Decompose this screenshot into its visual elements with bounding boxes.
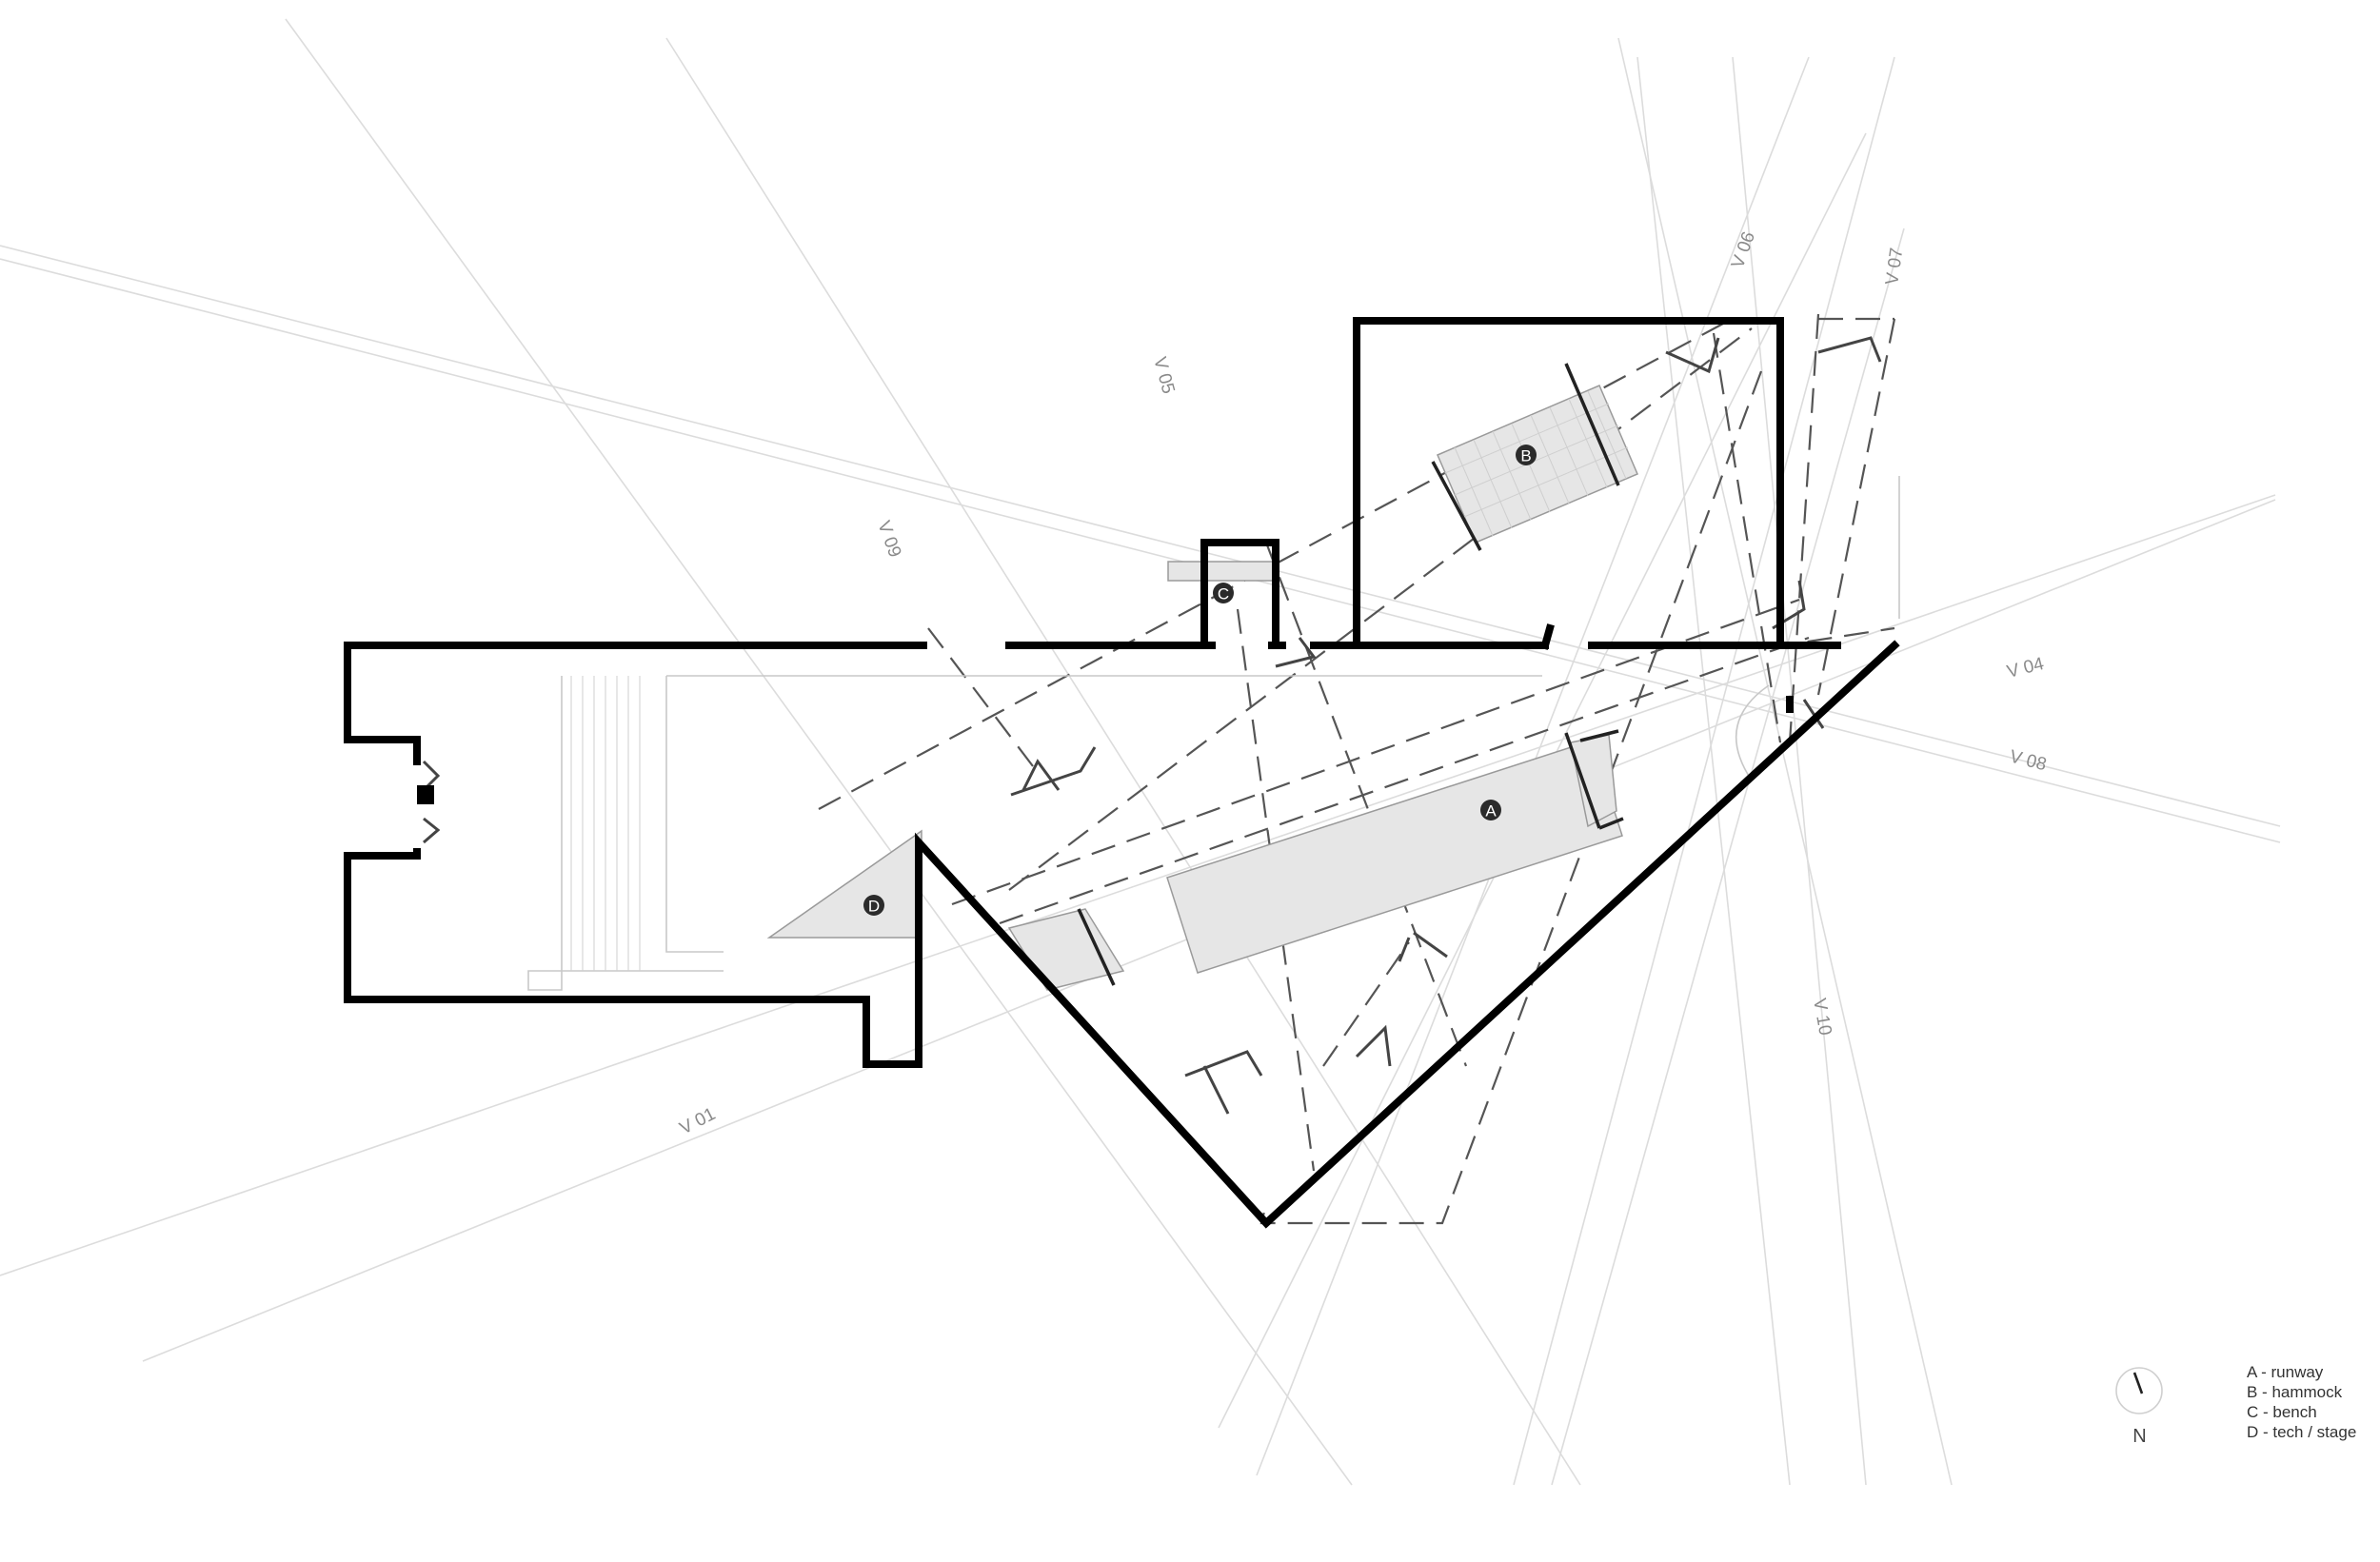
north-arrow-icon (2115, 1367, 2163, 1414)
walls (344, 317, 1900, 1229)
view-label: V 01 (677, 1104, 719, 1138)
zone-marker-a: A (1480, 800, 1501, 821)
west-wall (344, 642, 927, 765)
view-label: V 04 (2005, 654, 2046, 682)
zone-c-bench (1167, 561, 1277, 582)
zone-a-runway (1166, 740, 1623, 974)
support-bars (1077, 363, 1624, 986)
interior-outlines (527, 476, 1900, 991)
view-label: V 10 (1809, 997, 1835, 1037)
zone-marker-d: D (863, 895, 884, 916)
legend-item: D - tech / stage (2247, 1423, 2357, 1441)
view-label: V 08 (2008, 746, 2049, 775)
view-label: V 09 (873, 519, 904, 561)
legend: A - runway B - hammock C - bench D - tec… (2247, 1362, 2356, 1442)
legend-item: B - hammock (2247, 1383, 2343, 1401)
view-label: V 07 (1882, 247, 1907, 287)
legend-item: C - bench (2247, 1403, 2317, 1421)
legend-item: A - runway (2247, 1363, 2324, 1381)
zone-marker-c: C (1213, 583, 1234, 603)
entry-door (417, 760, 441, 844)
stairs (570, 676, 641, 971)
north-arrow: N (2113, 1365, 2180, 1451)
svg-text:D: D (868, 898, 880, 916)
zone-b-hammock (1437, 385, 1638, 544)
view-label: V 05 (1149, 355, 1178, 396)
zone-d-stage (766, 829, 922, 939)
hammock-grid (1444, 390, 1629, 537)
svg-text:C: C (1218, 585, 1229, 603)
svg-text:A: A (1485, 802, 1497, 821)
zones (766, 385, 1638, 991)
north-label: N (2132, 1426, 2147, 1447)
svg-text:B: B (1520, 447, 1531, 465)
sight-lines (0, 18, 2281, 1486)
zone-marker-b: B (1516, 445, 1537, 465)
view-label: V 06 (1728, 229, 1759, 271)
